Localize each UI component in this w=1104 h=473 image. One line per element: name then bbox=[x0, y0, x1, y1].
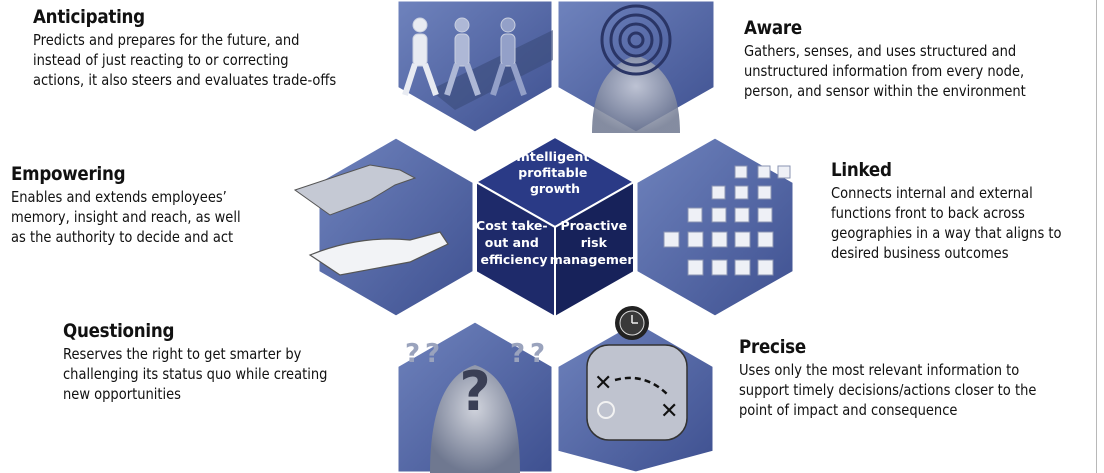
trait-line: Uses only the most relevant information … bbox=[739, 361, 1020, 379]
trait-line: Connects internal and external bbox=[831, 184, 1033, 202]
hex-precise: ✕ ✕ bbox=[555, 306, 716, 473]
svg-text:?: ? bbox=[459, 360, 490, 423]
center-left-label: Cost take- out and efficiency bbox=[476, 218, 552, 267]
trait-title: Aware bbox=[744, 17, 802, 39]
trait-line: challenging its status quo while creatin… bbox=[63, 365, 328, 383]
svg-text:?: ? bbox=[425, 339, 440, 369]
page-border bbox=[1096, 0, 1104, 473]
trait-line: Predicts and prepares for the future, an… bbox=[33, 31, 300, 49]
trait-line: Enables and extends employees’ bbox=[11, 188, 227, 206]
svg-text:?: ? bbox=[405, 339, 420, 369]
clock-map-icon: ✕ ✕ bbox=[586, 306, 688, 441]
hex-questioning: ? ? ? ? ? bbox=[395, 319, 555, 473]
trait-anticipating: Anticipating Predicts and prepares for t… bbox=[33, 6, 386, 90]
trait-title: Linked bbox=[831, 159, 892, 181]
trait-line: unstructured information from every node… bbox=[744, 62, 1025, 80]
trait-line: functions front to back across bbox=[831, 204, 1025, 222]
trait-aware: Aware Gathers, senses, and uses structur… bbox=[744, 17, 1072, 101]
trait-line: geographies in a way that aligns to bbox=[831, 224, 1062, 242]
trait-line: Reserves the right to get smarter by bbox=[63, 345, 302, 363]
trait-title: Empowering bbox=[11, 163, 126, 185]
trait-title: Questioning bbox=[63, 320, 175, 342]
trait-empowering: Empowering Enables and extends employees… bbox=[11, 163, 278, 247]
trait-line: actions, it also steers and evaluates tr… bbox=[33, 71, 337, 89]
svg-text:✕: ✕ bbox=[594, 371, 612, 396]
svg-text:?: ? bbox=[510, 339, 525, 369]
trait-line: person, and sensor within the environmen… bbox=[744, 82, 1026, 100]
walking-figures-icon bbox=[402, 17, 527, 97]
trait-precise: Precise Uses only the most relevant info… bbox=[739, 336, 1085, 420]
center-cube: Intelligent profitable growth Cost take-… bbox=[473, 135, 643, 319]
trait-line: as the authority to decide and act bbox=[11, 228, 234, 246]
center-top-label: Intelligent profitable growth bbox=[516, 149, 594, 196]
hex-aware bbox=[555, 0, 717, 135]
trait-line: Gathers, senses, and uses structured and bbox=[744, 42, 1017, 60]
trait-linked: Linked Connects internal and external fu… bbox=[831, 159, 1099, 263]
svg-text:✕: ✕ bbox=[660, 399, 678, 424]
trait-line: support timely decisions/actions closer … bbox=[739, 381, 1037, 399]
trait-line: instead of just reacting to or correctin… bbox=[33, 51, 289, 69]
hex-anticipating bbox=[395, 0, 555, 135]
hex-linked bbox=[634, 135, 796, 319]
svg-text:?: ? bbox=[530, 339, 545, 369]
trait-line: memory, insight and reach, as well bbox=[11, 208, 241, 226]
center-right-label: Proactive risk management bbox=[550, 218, 643, 267]
trait-questioning: Questioning Reserves the right to get sm… bbox=[63, 320, 370, 404]
trait-title: Precise bbox=[739, 336, 806, 358]
trait-line: new opportunities bbox=[63, 385, 181, 403]
hand-reach-icon bbox=[293, 164, 449, 276]
trait-line: desired business outcomes bbox=[831, 244, 1009, 262]
cube-grid-icon bbox=[663, 165, 791, 276]
question-head-icon: ? ? ? ? ? bbox=[405, 339, 545, 473]
trait-line: point of impact and consequence bbox=[739, 401, 958, 419]
head-rings-icon bbox=[592, 4, 680, 133]
trait-title: Anticipating bbox=[33, 6, 145, 28]
